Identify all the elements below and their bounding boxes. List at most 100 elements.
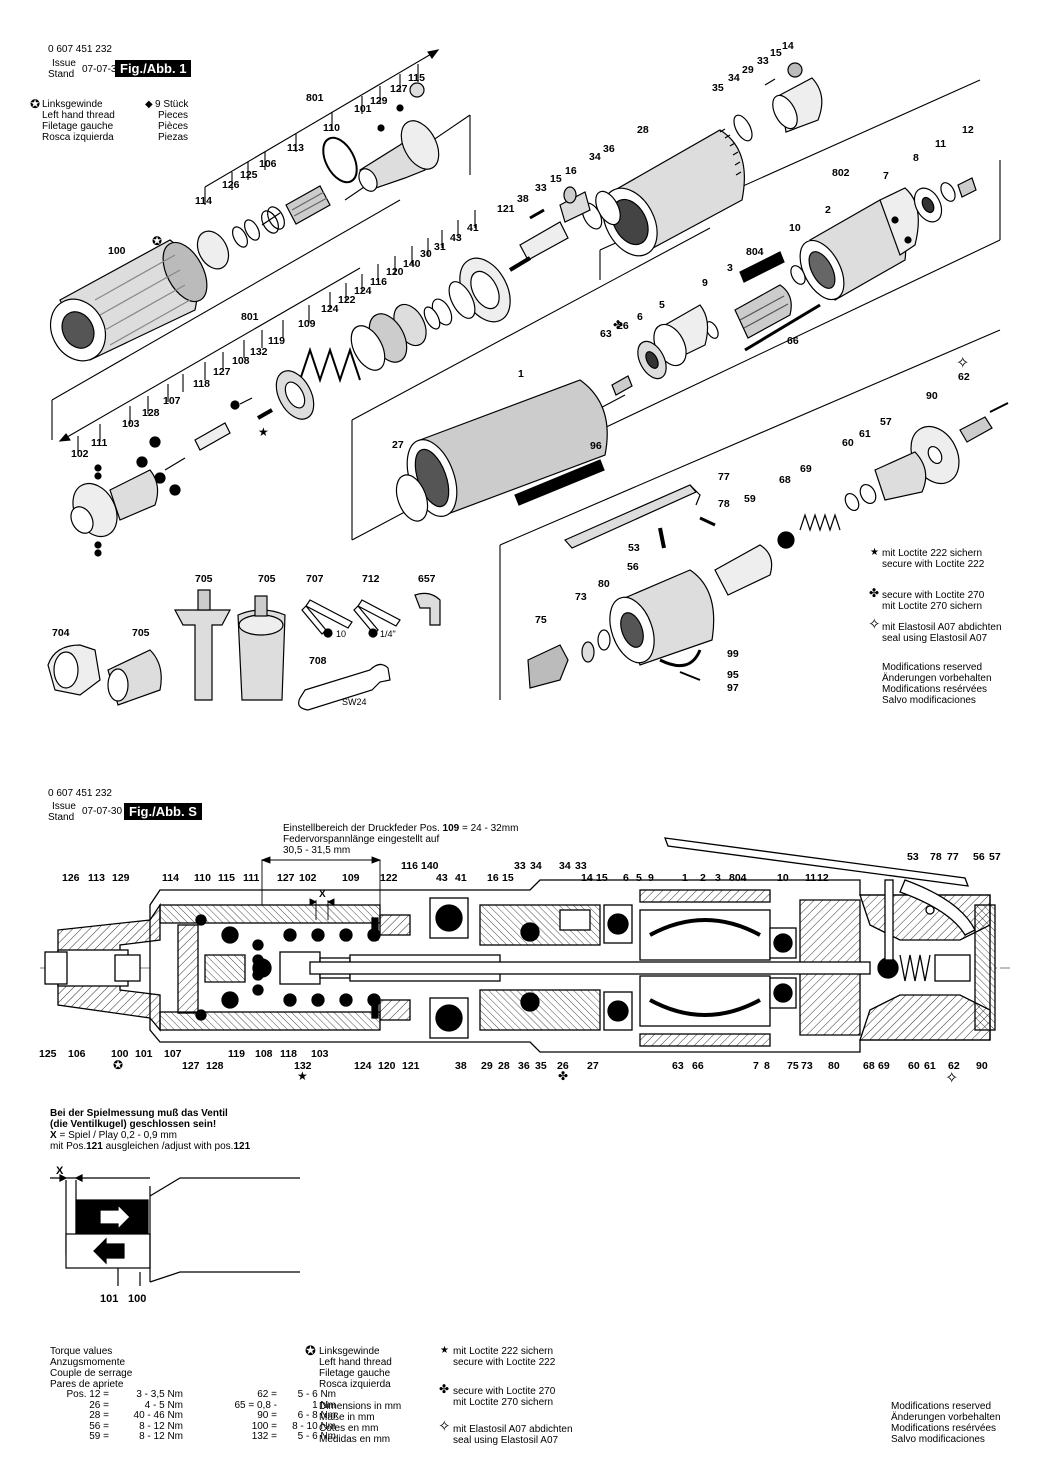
part-number-label: 15 [550, 173, 562, 185]
part-number-label: 96 [590, 440, 602, 452]
clover-icon: ✤ [869, 586, 880, 600]
torque-heading-line: Pares de apriete [50, 1379, 124, 1390]
part-number-label: 114 [195, 195, 212, 207]
legend-line: 9 Stück [155, 99, 189, 110]
legend-line: Dimensions in mm [319, 1401, 402, 1412]
part-number-label: 1 [682, 872, 688, 884]
spring-note-post: = 24 - 32mm [459, 823, 519, 834]
legend-line: Rosca izquierda [319, 1379, 391, 1390]
part-number-label: 62 [958, 371, 970, 383]
torque-heading: Torque values Anzugsmomente Couple de se… [50, 1346, 132, 1390]
part-number-label: 704 [52, 627, 70, 639]
left-thread-icon: ✪ [152, 234, 162, 248]
part-number-label: 124 [354, 285, 372, 297]
part-number-label: 115 [218, 872, 235, 884]
legend-line: Maße in mm [319, 1412, 375, 1423]
part-number-label: 63 [672, 1060, 684, 1072]
part-number-label: 705 [258, 573, 276, 585]
legend-line: Filetage gauche [42, 121, 114, 132]
torque-cell: 5 - 6 Nm [297, 1431, 336, 1442]
star-icon: ★ [440, 1345, 449, 1356]
play-note-line2: (die Ventilkugel) geschlossen sein! [50, 1119, 217, 1130]
part-number-label: 15 [596, 872, 608, 884]
legend-line: mit Loctite 222 sichern [882, 548, 983, 559]
part-number-label: 35 [712, 82, 724, 94]
torque-cell: 40 - 46 Nm [133, 1410, 183, 1421]
fig1-modifications: Modifications reserved Änderungen vorbeh… [882, 662, 992, 706]
part-number-label: 26 [617, 320, 629, 332]
legend-line: Salvo modificaciones [891, 1434, 985, 1445]
part-number-label: 36 [518, 1060, 530, 1072]
part-number-label: 29 [481, 1060, 493, 1072]
star-icon: ★ [297, 1069, 308, 1083]
part-number-label: 34 [589, 151, 601, 163]
part-number-label: 28 [498, 1060, 510, 1072]
part-number-label: 118 [193, 378, 210, 390]
fig1-stand-label: Stand [48, 69, 75, 80]
part-number-label: 63 [600, 328, 612, 340]
play-detail-label-101: 101 [100, 1293, 118, 1305]
part-number-label: 10 [789, 222, 801, 234]
part-number-label: 129 [112, 872, 130, 884]
figS-date: 07-07-30 [82, 806, 123, 817]
part-number-label: 7 [883, 170, 889, 182]
torque-heading-line: Anzugsmomente [50, 1357, 126, 1368]
part-number-label: 26 [557, 1060, 569, 1072]
part-number-label: 100 [111, 1048, 129, 1060]
part-number-label: 57 [880, 416, 892, 428]
legend-line: mit Loctite 270 sichern [882, 601, 983, 612]
part-number-label: 30 [420, 248, 432, 260]
spring-note-line3: 30,5 - 31,5 mm [283, 845, 351, 856]
legend-line: Cotes en mm [319, 1423, 379, 1434]
torque-heading-line: Couple de serrage [50, 1368, 133, 1379]
play-measurement-note: Bei der Spielmessung muß das Ventil (die… [50, 1108, 250, 1152]
part-number-label: 15 [770, 47, 782, 59]
part-number-label: 34 [728, 72, 740, 84]
part-number-label: 90 [926, 390, 938, 402]
part-number-label: 129 [370, 95, 388, 107]
part-number-label: 111 [91, 437, 108, 449]
part-number-label: 29 [742, 64, 754, 76]
sw24-size-label: SW24 [342, 697, 367, 707]
part-number-label: 126 [222, 179, 240, 191]
play-x-marker: X [319, 889, 326, 900]
part-number-label: 78 [930, 851, 942, 863]
part-number-label: 124 [321, 303, 339, 315]
part-number-label: 36 [603, 143, 615, 155]
part-number-label: 122 [338, 294, 356, 306]
torque-cell: 100 = [251, 1420, 277, 1432]
part-number-label: 103 [311, 1048, 329, 1060]
figS-stand-label: Stand [48, 812, 75, 823]
fig1-figure-label: Fig./Abb. 1 [115, 60, 192, 77]
part-number-label: 106 [259, 158, 277, 170]
torque-cell: 59 = [89, 1431, 109, 1442]
clover-icon: ✤ [613, 318, 623, 332]
play-note-x: X [50, 1130, 57, 1141]
part-number-label: 8 [764, 1060, 770, 1072]
legend-line: Piezas [158, 132, 189, 143]
part-number-label: 127 [182, 1060, 200, 1072]
legend-line: Änderungen vorbehalten [891, 1412, 1001, 1423]
torque-cell: 90 = [257, 1410, 277, 1421]
part-number-label: 140 [403, 258, 421, 270]
part-number-label: 66 [692, 1060, 704, 1072]
part-number-label: 11 [935, 138, 946, 150]
part-number-label: 801 [241, 311, 259, 323]
part-number-label: 705 [195, 573, 213, 585]
part-number-label: 75 [787, 1060, 799, 1072]
bottom-legend-elastosil: ✧ mit Elastosil A07 abdichten seal using… [438, 1419, 573, 1446]
part-number-label: 110 [323, 122, 340, 134]
fig1-issue-label: Issue [52, 58, 76, 69]
part-number-label: 90 [976, 1060, 988, 1072]
part-number-label: 14 [782, 40, 794, 52]
part-number-label: 128 [142, 407, 160, 419]
play-note-line3: = Spiel / Play 0,2 - 0,9 mm [56, 1130, 177, 1141]
play-note-line4-mid: ausgleichen /adjust with pos. [102, 1141, 234, 1152]
part-number-label: 43 [436, 872, 448, 884]
figS-part-number: 0 607 451 232 [48, 788, 112, 799]
diamond-icon: ◆ [145, 99, 153, 110]
part-number-label: 80 [828, 1060, 840, 1072]
